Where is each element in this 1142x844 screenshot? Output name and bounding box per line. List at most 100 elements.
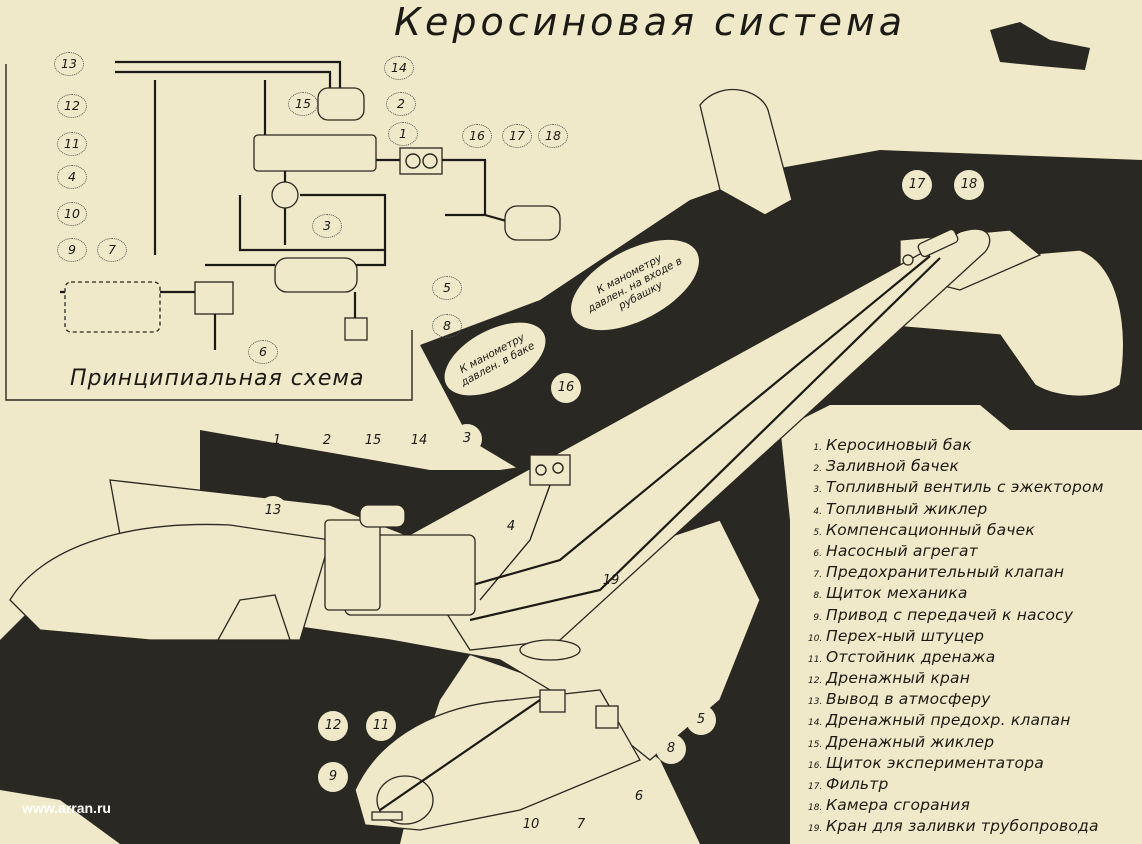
legend-number: 15. [808,739,823,750]
legend-text: Керосиновый бак [826,436,972,454]
legend-number: 4. [813,506,822,517]
legend-number: 1. [813,443,822,453]
legend-text: Заливной бачек [826,457,960,476]
legend-row: 16.Щиток экспериментатора [808,752,1142,773]
aircraft-label: 5 [686,705,716,735]
aircraft-label: 11 [366,711,396,741]
schematic-label: 15 [288,92,318,116]
legend-text: Привод с передачей к насосу [826,605,1074,624]
aircraft-label: 1 [272,433,282,448]
drive-shaft-illustration [379,699,541,811]
pump-unit-illustration [539,689,566,713]
aircraft-label: 12 [318,711,348,741]
legend-number: 8. [813,591,822,602]
legend-text: Вывод в атмосферу [826,690,991,709]
schematic-label: 9 [57,238,87,262]
legend-row: 3.Топливный вентиль с эжектором [808,476,1142,497]
watermark: www.arran.ru [22,800,111,816]
aircraft-label: 3 [452,424,482,454]
legend-text: Дренажный кран [826,669,971,688]
legend-text: Топливный жиклер [826,499,988,518]
legend-text: Дренажный предохр. клапан [826,711,1071,730]
legend-row: 18.Камера сгорания [808,794,1142,815]
schematic-kerosene-tank [253,134,377,172]
legend-row: 15.Дренажный жиклер [808,731,1142,752]
return-fuel-pipe [469,257,941,622]
propeller-shaft [371,811,403,821]
legend-row: 14.Дренажный предохр. клапан [808,709,1142,730]
legend-row: 4. Топливный жиклер [808,498,1142,519]
legend-row: 9.Привод с передачей к насосу [808,604,1142,625]
gauge-line [479,484,551,601]
dark-background-upper [420,150,1142,470]
aircraft-label: 2 [322,433,332,448]
aircraft-label: 10 [516,810,546,840]
legend-row: 2. Заливной бачек [808,455,1142,476]
filter-illustration [902,254,914,266]
schematic-label: 18 [538,124,568,148]
legend-number: 6. [813,548,822,559]
schematic-engine [64,281,161,333]
schematic-vent-pipe-2 [115,70,332,90]
legend-text: Отстойник дренажа [826,647,996,666]
schematic-vent-pipe [115,60,342,90]
legend-number: 19. [808,824,823,835]
legend-row: 17.Фильтр [808,773,1142,794]
aircraft-label: 14 [410,433,428,448]
legend-text: Дренажный жиклер [826,732,995,751]
schematic-label: 10 [57,202,87,226]
schematic-gauge-2 [422,153,438,169]
aircraft-label: 8 [656,734,686,764]
aircraft-label: 17 [902,170,932,200]
schematic-label: 3 [312,214,342,238]
schematic-label: 5 [432,276,462,300]
legend-text: Щиток механика [826,584,968,603]
schematic-label: 12 [57,94,87,118]
legend-number: 16. [808,760,823,771]
schematic-label: 13 [54,52,84,76]
aircraft-label: 9 [318,762,348,792]
schematic-label: 7 [97,238,127,262]
legend-row: 10.Перех-ный штуцер [808,625,1142,646]
schematic-label: 14 [384,56,414,80]
legend-text: Перех-ный штуцер [826,626,985,645]
legend-row: 7.Предохранительный клапан [808,561,1142,582]
legend-text: Кран для заливки трубопровода [826,817,1099,836]
schematic-gauge-1 [405,153,421,169]
aircraft-label: 18 [954,170,984,200]
mechanic-panel-illustration [595,705,619,729]
schematic-label: 8 [432,314,462,338]
legend-text: Насосный агрегат [826,541,978,560]
experimenter-gauge-1 [535,464,547,476]
pump-group-illustration [324,519,381,611]
dark-corner-mark [990,22,1090,70]
aircraft-label: 19 [602,573,620,588]
aircraft-label: 13 [258,496,288,526]
schematic-combustion-chamber [504,205,561,241]
legend-text: Компенсационный бачек [826,520,1035,539]
legend-number: 7. [813,570,822,581]
schematic-label: 1 [388,122,418,146]
schematic-compensation-tank [274,257,358,293]
legend-row: 5.Компенсационный бачек [808,519,1142,540]
legend-text: Фильтр [826,775,889,793]
legend-number: 2. [813,464,822,475]
aircraft-label: 15 [364,433,382,448]
filler-tank-illustration [359,504,406,528]
legend-number: 10. [808,633,823,644]
legend-number: 3. [813,485,822,496]
legend-text: Щиток экспериментатора [826,753,1044,772]
aircraft-label: 6 [624,782,654,812]
schematic-frame [5,64,413,401]
legend-number: 18. [808,803,823,814]
legend-row: 11.Отстойник дренажа [808,646,1142,667]
legend-row: 13.Вывод в атмосферу [808,688,1142,709]
schematic-diagram [60,60,561,350]
schematic-label: 16 [462,124,492,148]
engine-cowl-block [216,594,291,641]
vertical-fin [699,88,793,216]
schematic-pump-unit [194,281,234,315]
